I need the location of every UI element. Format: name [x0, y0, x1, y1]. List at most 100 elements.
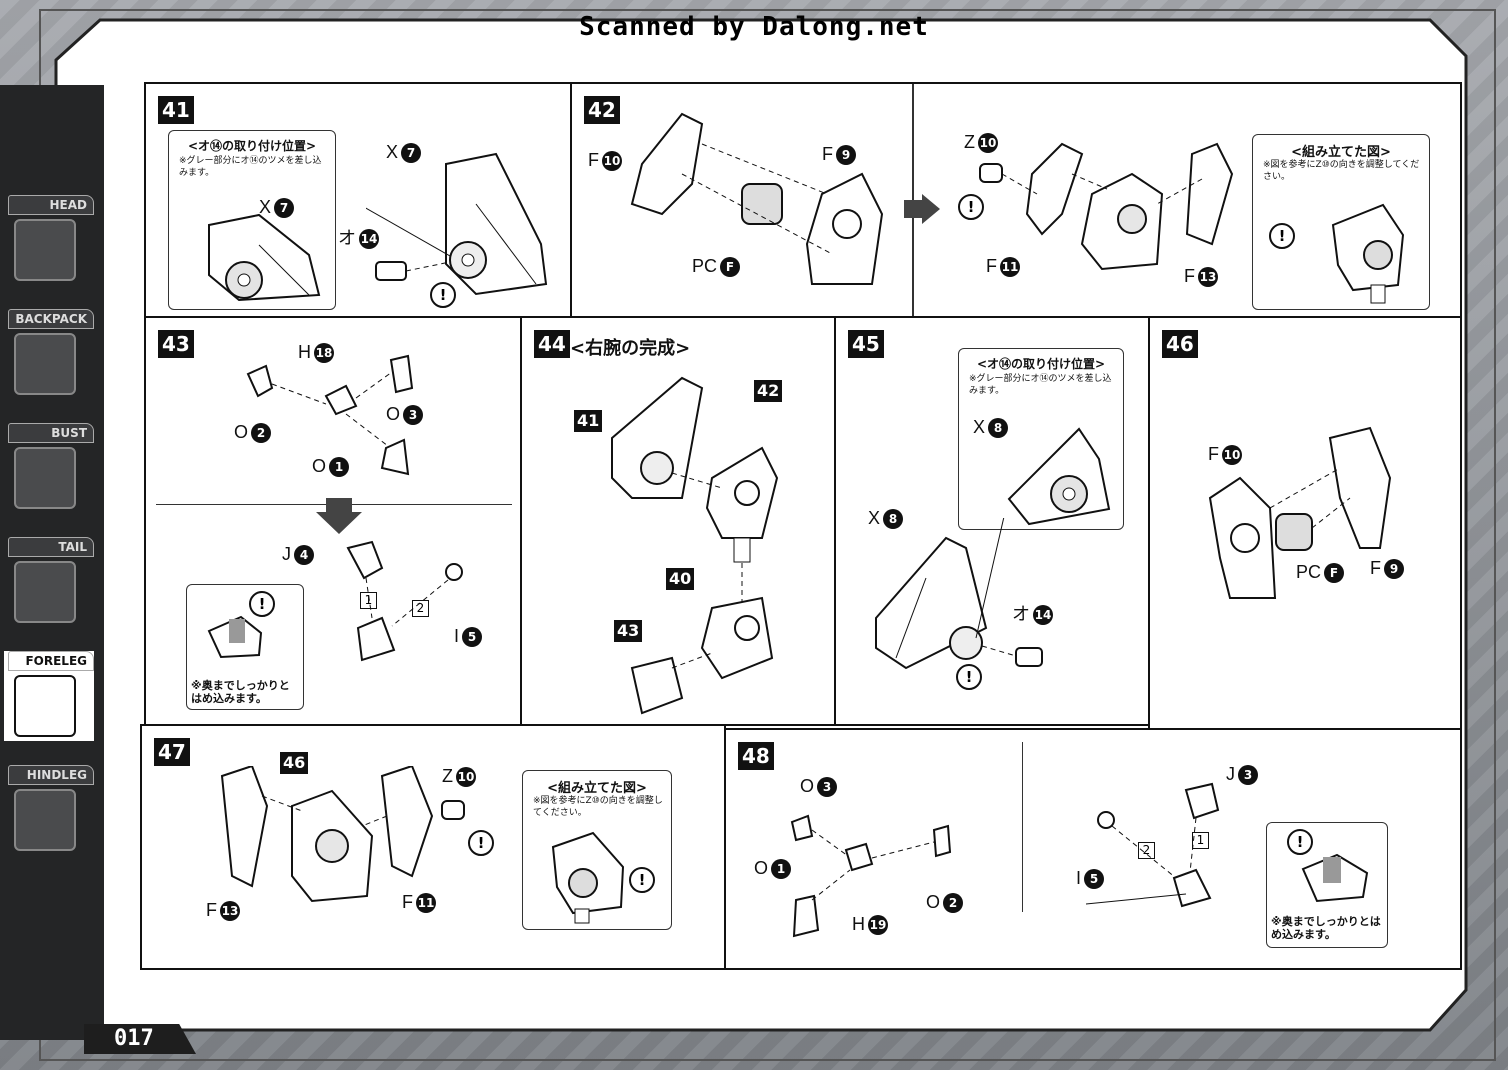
- part-number: 10: [1222, 445, 1242, 466]
- scanner-watermark: Scanned by Dalong.net: [579, 12, 929, 42]
- part-number: 5: [462, 627, 483, 648]
- hindleg-thumb-icon: [14, 789, 76, 851]
- part-label: O: [926, 892, 941, 912]
- right-arm-assembly-illustration: [611, 376, 779, 715]
- caution-icon: !: [958, 194, 984, 220]
- note-title: <オ⑭の取り付け位置>: [976, 357, 1106, 371]
- arm-assembly-illustration: [220, 766, 465, 903]
- part-label: F: [1184, 266, 1195, 286]
- part-label: F: [1208, 444, 1219, 464]
- part-label: I: [1076, 868, 1082, 888]
- caution-icon: !: [1287, 829, 1313, 855]
- part-number: 4: [294, 545, 314, 566]
- caution-icon: !: [430, 282, 456, 308]
- part-number: 2: [251, 423, 272, 444]
- next-arrow-icon: [904, 194, 940, 224]
- tab-bust[interactable]: BUST: [4, 423, 94, 509]
- part-number: 10: [978, 133, 998, 154]
- part-number: 3: [817, 777, 838, 798]
- part-label: PC: [692, 256, 718, 276]
- tab-label-hindleg: HINDLEG: [8, 765, 94, 785]
- sub-step-2: 2: [1138, 842, 1155, 859]
- claw-parts-illustration: [790, 814, 952, 938]
- note-title: <オ⑭の取り付け位置>: [187, 139, 317, 153]
- note-title: <組み立てた図>: [547, 781, 647, 796]
- tab-foreleg[interactable]: FORELEG: [4, 651, 94, 741]
- part-number: 8: [883, 509, 904, 530]
- part-number: 14: [359, 229, 379, 250]
- part-number: 10: [602, 151, 622, 172]
- part-number: 11: [416, 893, 436, 914]
- part-number: 3: [403, 405, 424, 426]
- part-label: Z: [442, 766, 453, 786]
- caution-icon: !: [956, 664, 982, 690]
- step-ref-46: 46: [280, 752, 309, 774]
- tab-label-backpack: BACKPACK: [8, 309, 94, 329]
- page-number: 017: [84, 1024, 196, 1054]
- step-ref-41: 41: [574, 410, 603, 432]
- tab-tail[interactable]: TAIL: [4, 537, 94, 623]
- tab-head[interactable]: HEAD: [4, 195, 94, 281]
- step-number: 45: [848, 330, 884, 358]
- part-number: 13: [220, 901, 240, 922]
- part-label: O: [386, 404, 401, 424]
- caution-icon: !: [468, 830, 494, 856]
- note-body: ※グレー部分にオ⑭のツメを差し込みます。: [969, 374, 1112, 396]
- part-label: オ: [1012, 604, 1030, 624]
- step-title: <右腕の完成>: [570, 338, 691, 359]
- part-number: 9: [1384, 559, 1404, 580]
- part-label: PC: [1296, 562, 1322, 582]
- armor-x7-illustration: [366, 152, 548, 296]
- note-title: <組み立てた図>: [1291, 145, 1391, 160]
- part-label: H: [298, 342, 311, 362]
- section-sidebar: HEAD BACKPACK BUST TAIL FORELEG HINDLEG: [0, 85, 104, 1040]
- part-label: X: [386, 142, 399, 162]
- note-body: ※グレー部分にオ⑭のツメを差し込みます。: [179, 156, 322, 178]
- claw-assembly-illustration: [1086, 782, 1220, 908]
- left-arm-frame-illustration: [1208, 426, 1392, 599]
- sub-step-2: 2: [412, 600, 429, 617]
- part-number: 2: [943, 893, 964, 914]
- part-number: 13: [1198, 267, 1218, 288]
- step-number: 44: [534, 330, 570, 358]
- claw-assembly-illustration: [346, 540, 463, 662]
- claw-detail-illustration: [1301, 853, 1369, 903]
- part-number: 1: [771, 859, 792, 880]
- tab-label-foreleg: FORELEG: [8, 651, 94, 671]
- part-number: 1: [329, 457, 350, 478]
- step-ref-43: 43: [614, 620, 643, 642]
- part-label: オ: [338, 228, 356, 248]
- part-label: H: [852, 914, 865, 934]
- assembled-arm-illustration: [551, 831, 625, 924]
- part-label: X: [868, 508, 881, 528]
- part-label: F: [402, 892, 413, 912]
- down-arrow-icon: [316, 498, 362, 534]
- tip-text: ※奥までしっかりとはめ込みます。: [1271, 915, 1381, 941]
- part-number: 7: [274, 198, 295, 219]
- part-number: 9: [836, 145, 856, 166]
- part-number: 18: [314, 343, 334, 364]
- part-number: 5: [1084, 869, 1105, 890]
- step-ref-40: 40: [666, 568, 695, 590]
- part-label: F: [206, 900, 217, 920]
- part-label: I: [454, 626, 460, 646]
- part-label: O: [800, 776, 815, 796]
- tab-label-bust: BUST: [8, 423, 94, 443]
- step-number: 42: [584, 96, 620, 124]
- claw-parts-illustration: [246, 354, 414, 476]
- step-number: 47: [154, 738, 190, 766]
- part-label: X: [259, 197, 272, 217]
- part-number: 7: [401, 143, 422, 164]
- part-number: 3: [1238, 765, 1258, 786]
- foreleg-thumb-icon: [14, 675, 76, 737]
- armor-part-illustration: [208, 213, 321, 302]
- tab-hindleg[interactable]: HINDLEG: [4, 765, 94, 851]
- caution-icon: !: [1269, 223, 1295, 249]
- tip-box: ! ※奥までしっかりとはめ込みます。: [186, 584, 304, 710]
- tab-backpack[interactable]: BACKPACK: [4, 309, 94, 395]
- tab-label-tail: TAIL: [8, 537, 94, 557]
